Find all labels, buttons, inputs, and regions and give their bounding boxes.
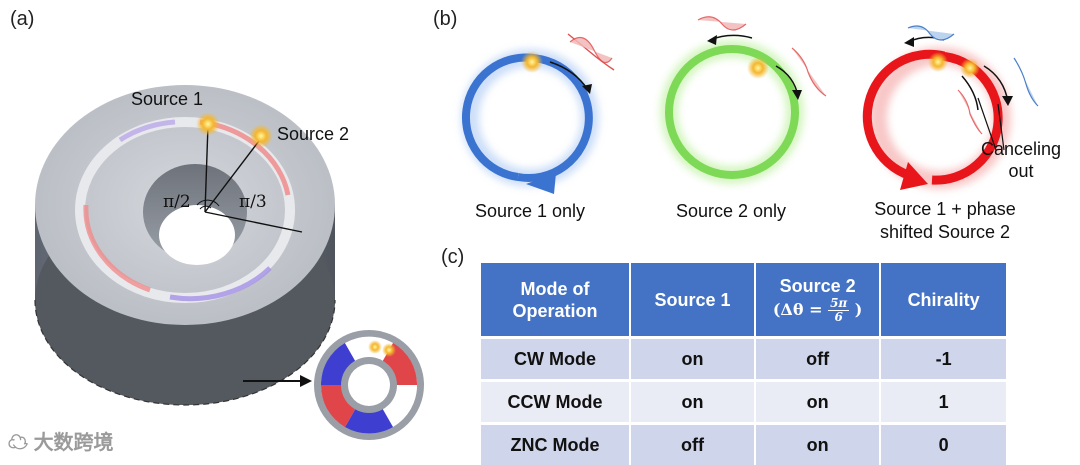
out-label: out bbox=[1008, 161, 1034, 181]
cell-mode: CCW Mode bbox=[481, 379, 631, 422]
ring-modes-illustration bbox=[461, 16, 1039, 194]
header-source2-title: Source 2 bbox=[779, 276, 856, 296]
cell-chirality: 1 bbox=[881, 379, 1006, 422]
table-row: CW Mode on off -1 bbox=[481, 336, 1006, 379]
header-chirality: Chirality bbox=[881, 263, 1006, 336]
mode-table: Mode of Operation Source 1 Source 2 (Δθ … bbox=[481, 263, 1006, 465]
angle-2-label: π/3 bbox=[239, 192, 267, 212]
radius-line-3 bbox=[204, 211, 303, 233]
watermark-logo: ☁ 大数跨境 bbox=[8, 426, 114, 455]
cell-chirality: 0 bbox=[881, 422, 1006, 465]
panel-a-label: (a) bbox=[10, 8, 35, 30]
cell-source1: on bbox=[630, 336, 757, 379]
source-2-marker bbox=[249, 124, 273, 148]
cell-source2: on bbox=[756, 379, 882, 422]
caption-combined-line2: shifted Source 2 bbox=[879, 222, 1011, 242]
section-dashed-line bbox=[34, 299, 336, 406]
canceling-label: Canceling bbox=[980, 139, 1062, 159]
ring-resonator-illustration: Source 1 Source 2 π/2 π/3 bbox=[34, 85, 424, 440]
table-row: ZNC Mode off on 0 bbox=[481, 422, 1006, 465]
cell-chirality: -1 bbox=[881, 336, 1006, 379]
panel-b-label: (b) bbox=[433, 8, 458, 30]
header-source1: Source 1 bbox=[630, 263, 757, 336]
cell-source1: on bbox=[630, 379, 757, 422]
caption-source2-only: Source 2 only bbox=[675, 201, 787, 221]
watermark-text: 大数跨境 bbox=[33, 432, 114, 454]
cell-source1: off bbox=[630, 422, 757, 465]
table-row: CCW Mode on on 1 bbox=[481, 379, 1006, 422]
source-2-label: Source 2 bbox=[277, 124, 349, 144]
header-mode: Mode of Operation bbox=[481, 263, 631, 336]
cross-section-inset bbox=[314, 330, 424, 440]
cell-source2: on bbox=[756, 422, 882, 465]
source-1-label: Source 1 bbox=[131, 89, 203, 109]
cell-source2: off bbox=[756, 336, 882, 379]
caption-combined-line1: Source 1 + phase bbox=[874, 199, 1016, 219]
radius-line-1 bbox=[204, 124, 209, 213]
angle-1-label: π/2 bbox=[163, 192, 191, 212]
table-header-row: Mode of Operation Source 1 Source 2 (Δθ … bbox=[481, 263, 1006, 336]
chat-bubble-icon: ☁ bbox=[8, 432, 28, 454]
ring-combined-source bbox=[862, 25, 1039, 190]
panel-c-label: (c) bbox=[441, 246, 465, 268]
ring-source1-only bbox=[461, 33, 615, 194]
caption-source1-only: Source 1 only bbox=[474, 201, 586, 221]
radius-line-2 bbox=[204, 136, 263, 213]
source-1-marker bbox=[196, 112, 220, 136]
cell-mode: ZNC Mode bbox=[481, 422, 631, 465]
cell-mode: CW Mode bbox=[481, 336, 631, 379]
ring-source2-only bbox=[660, 16, 827, 184]
